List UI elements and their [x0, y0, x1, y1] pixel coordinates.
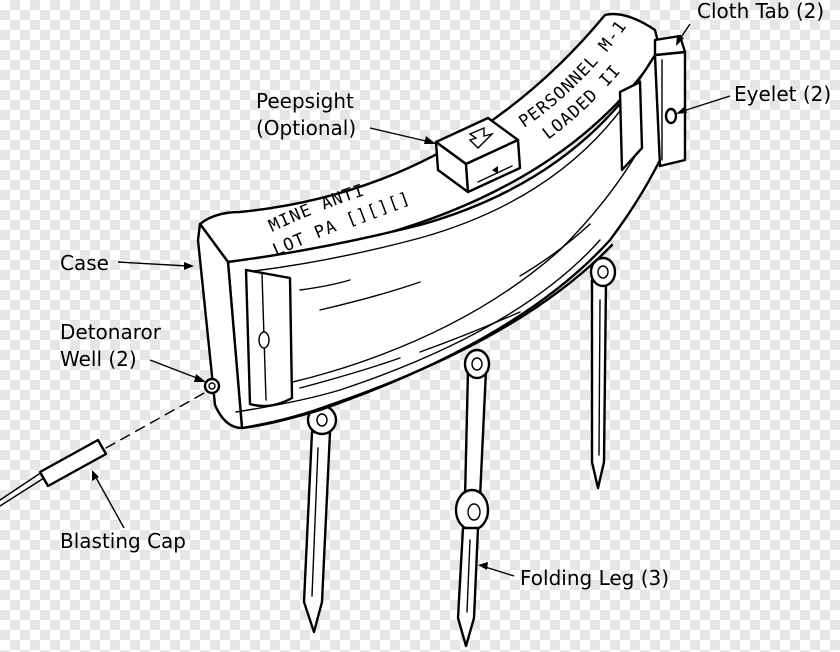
peepsight: [434, 116, 522, 194]
labels: Cloth Tab (2) Eyelet (2) Peepsight (Opti…: [60, 0, 831, 590]
label-blasting-cap: Blasting Cap: [60, 529, 186, 553]
detonator-well: [203, 377, 221, 395]
label-folding-leg: Folding Leg (3): [520, 566, 669, 590]
label-detonator-line2: Well (2): [60, 347, 137, 371]
label-detonator-line1: Detonaror: [60, 320, 162, 344]
eyelet-hole: [664, 107, 678, 125]
label-case: Case: [60, 251, 109, 275]
label-peepsight-line1: Peepsight: [256, 89, 354, 113]
blasting-cap: [0, 391, 207, 507]
cloth-tab: [653, 34, 687, 168]
mine-case: [196, 12, 662, 430]
label-peepsight-line2: (Optional): [256, 116, 356, 140]
folding-leg-left: [302, 404, 338, 634]
leader-lines: [92, 23, 731, 577]
folding-leg-center: [454, 348, 491, 648]
folding-leg-right: [589, 256, 617, 490]
label-eyelet: Eyelet (2): [734, 82, 831, 106]
label-cloth-tab: Cloth Tab (2): [697, 0, 824, 23]
